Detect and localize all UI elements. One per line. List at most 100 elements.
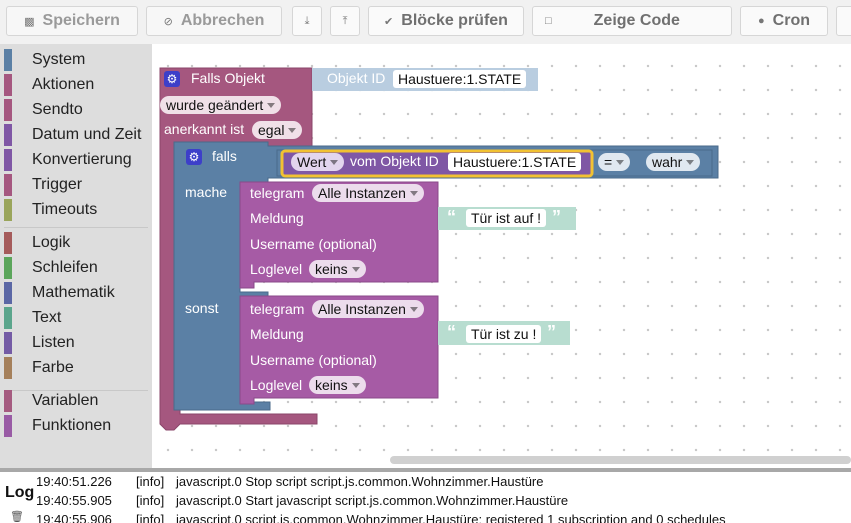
show-code-label: Zeige Code [593, 12, 680, 29]
category-color-swatch [4, 282, 12, 304]
log-row: 19:40:55.905 [info] javascript.0 Start jav… [36, 493, 568, 508]
message-closed-field[interactable]: Tür ist zu ! [466, 325, 542, 343]
category-timeouts[interactable]: Timeouts [4, 199, 97, 221]
category-color-swatch [4, 149, 12, 171]
cancel-button[interactable]: ⊘ Abbrechen [146, 6, 282, 36]
telegram-2-title: telegram [250, 301, 305, 317]
object-id-field[interactable]: Haustuere:1.STATE [393, 70, 527, 88]
from-object-label: vom Objekt ID [350, 153, 439, 169]
category-label: Datum und Zeit [32, 126, 142, 143]
category-label: System [32, 51, 86, 68]
if-gear-icon[interactable]: ⚙ [186, 149, 202, 165]
category-label: Listen [32, 334, 75, 351]
cron-button[interactable]: ● Cron [740, 6, 828, 36]
category-datum-und-zeit[interactable]: Datum und Zeit [4, 124, 141, 146]
telegram-1-title: telegram [250, 185, 305, 201]
category-color-swatch [4, 49, 12, 71]
quote-open-icon: “ [447, 322, 456, 342]
category-color-swatch [4, 74, 12, 96]
trigger-gear-icon[interactable]: ⚙ [164, 71, 180, 87]
category-color-swatch [4, 174, 12, 196]
category-label: Logik [32, 234, 71, 251]
import-button[interactable]: ⤒ [330, 6, 360, 36]
code-icon: □ [545, 15, 552, 27]
quote-close-icon: ” [547, 322, 556, 342]
log-message: javascript.0 script.js.common.Wohnzimmer… [176, 512, 726, 523]
log-time: 19:40:55.906 [36, 512, 112, 523]
category-color-swatch [4, 390, 12, 412]
category-schleifen[interactable]: Schleifen [4, 257, 98, 279]
object-id-label: Objekt ID [327, 70, 386, 86]
category-variablen[interactable]: Variablen [4, 390, 98, 412]
telegram-1-loglevel-dropdown[interactable]: keins [309, 260, 366, 278]
category-konvertierung[interactable]: Konvertierung [4, 149, 132, 171]
message-open-field[interactable]: Tür ist auf ! [466, 209, 547, 227]
telegram-1-instance-dropdown[interactable]: Alle Instanzen [312, 184, 424, 202]
operator-dropdown[interactable]: = [598, 153, 631, 171]
cron-label: Cron [772, 12, 810, 29]
if-label: falls [212, 148, 237, 164]
quote-open-icon: “ [447, 207, 456, 227]
category-system[interactable]: System [4, 49, 85, 71]
ack-label: anerkannt ist [164, 121, 245, 137]
category-label: Variablen [32, 392, 99, 409]
ack-dropdown[interactable]: egal [252, 121, 303, 139]
category-logik[interactable]: Logik [4, 232, 70, 254]
telegram-2-loglevel-label: Loglevel [250, 377, 303, 393]
telegram-block-2-shape [239, 295, 439, 405]
show-code-button[interactable]: □ Zeige Code [532, 6, 732, 36]
toolbar: ▩ Speichern ⊘ Abbrechen ⤓ ⤒ ✔ Blöcke prü… [0, 0, 851, 44]
category-label: Text [32, 309, 62, 326]
boolean-dropdown[interactable]: wahr [646, 153, 701, 171]
log-time: 19:40:55.905 [36, 493, 112, 508]
change-type-dropdown[interactable]: wurde geändert [160, 96, 282, 114]
condition-object-field[interactable]: Haustuere:1.STATE [448, 153, 582, 171]
category-color-swatch [4, 415, 12, 437]
cancel-label: Abbrechen [180, 12, 265, 29]
palette-divider [4, 227, 148, 228]
category-color-swatch [4, 199, 12, 221]
category-text[interactable]: Text [4, 307, 61, 329]
telegram-2-loglevel-dropdown[interactable]: keins [309, 376, 366, 394]
category-color-swatch [4, 257, 12, 279]
export-button[interactable]: ⤓ [292, 6, 322, 36]
workspace-horizontal-scrollbar[interactable] [390, 456, 851, 464]
category-label: Farbe [32, 359, 74, 376]
telegram-1-loglevel-label: Loglevel [250, 261, 303, 277]
log-title: Log [5, 484, 35, 501]
upload-icon: ⤒ [342, 14, 348, 27]
trash-icon[interactable]: 🗑 [10, 511, 24, 523]
more-button[interactable] [836, 6, 851, 36]
category-farbe[interactable]: Farbe [4, 357, 74, 379]
telegram-block-1-shape [239, 181, 439, 289]
palette-divider [4, 390, 148, 391]
category-listen[interactable]: Listen [4, 332, 75, 354]
log-row: 19:40:55.906 [info] javascript.0 script.js… [36, 512, 726, 523]
category-color-swatch [4, 357, 12, 379]
log-panel: Log 🗑 19:40:51.226[info]javascript.0 Sto… [0, 468, 851, 523]
else-label: sonst [185, 300, 219, 316]
category-label: Funktionen [32, 417, 112, 434]
quote-close-icon: ” [552, 207, 561, 227]
log-level: [info] [136, 493, 165, 508]
category-mathematik[interactable]: Mathematik [4, 282, 115, 304]
save-icon: ▩ [24, 15, 35, 28]
check-blocks-label: Blöcke prüfen [401, 12, 508, 29]
category-trigger[interactable]: Trigger [4, 174, 82, 196]
category-aktionen[interactable]: Aktionen [4, 74, 94, 96]
category-color-swatch [4, 232, 12, 254]
do-label: mache [185, 184, 228, 200]
category-sendto[interactable]: Sendto [4, 99, 83, 121]
log-level: [info] [136, 512, 165, 523]
value-dropdown[interactable]: Wert [291, 153, 345, 171]
log-level: [info] [136, 474, 165, 489]
check-icon: ✔ [384, 15, 394, 28]
check-blocks-button[interactable]: ✔ Blöcke prüfen [368, 6, 524, 36]
save-button[interactable]: ▩ Speichern [6, 6, 138, 36]
telegram-1-message-label: Meldung [250, 210, 304, 226]
category-funktionen[interactable]: Funktionen [4, 415, 111, 437]
log-message: javascript.0 Start javascript script.js.… [176, 493, 569, 508]
category-label: Konvertierung [32, 151, 132, 168]
category-label: Sendto [32, 101, 83, 118]
telegram-2-instance-dropdown[interactable]: Alle Instanzen [312, 300, 424, 318]
